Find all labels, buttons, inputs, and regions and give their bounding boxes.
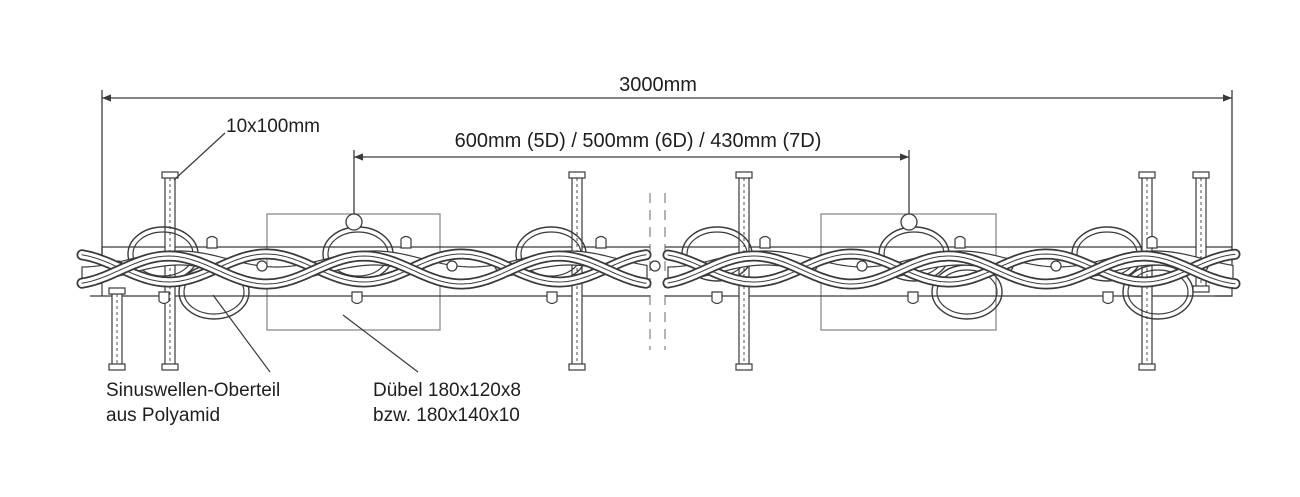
strap-hole — [446, 260, 458, 272]
strap-knob — [351, 291, 363, 305]
bolt-nut — [108, 363, 126, 371]
overall-dimension — [101, 90, 1233, 262]
top-part-label-1: Sinuswellen-Oberteil — [106, 380, 280, 401]
bolt-nut — [568, 363, 586, 371]
strap-knob — [400, 235, 412, 249]
sinus-wave-group — [76, 248, 1241, 290]
spacing-dimension — [353, 150, 910, 218]
strap-knob — [1102, 291, 1114, 305]
strap-knob — [595, 235, 607, 249]
strap-knob — [954, 235, 966, 249]
sinus-wave-centerline — [667, 253, 1236, 283]
strap-knob — [907, 291, 919, 305]
dowel-label-1: Dübel 180x120x8 — [373, 380, 521, 401]
eyelet-icon — [900, 213, 918, 231]
sinus-wave-centerline — [81, 255, 647, 285]
overall-length-label: 3000mm — [619, 74, 697, 96]
bolt-nut — [1138, 363, 1156, 371]
bolt-nut — [735, 363, 753, 371]
bolt-nut — [161, 363, 179, 371]
top-part-leader — [212, 294, 271, 373]
strap-knob — [1146, 235, 1158, 249]
bolt — [108, 287, 126, 371]
bolt-size-label: 10x100mm — [226, 116, 320, 137]
spacing-label: 600mm (5D) / 500mm (6D) / 430mm (7D) — [455, 130, 822, 152]
strap-knob — [711, 291, 723, 305]
strap-hole — [256, 260, 268, 272]
bolt-leader — [173, 132, 226, 181]
bolt-nut — [1138, 171, 1156, 179]
dowel-leader — [342, 314, 419, 373]
strap-knob — [206, 235, 218, 249]
bolt — [161, 171, 179, 371]
break-line — [649, 193, 666, 350]
sinus-wave-centerline — [667, 255, 1236, 285]
bolt-nut — [161, 171, 179, 179]
wire-loop-inner — [936, 269, 998, 315]
wire-loop-inner — [1127, 269, 1189, 315]
eyelet-icon — [345, 213, 363, 231]
bolt-nut — [1192, 285, 1210, 293]
strap-knob — [158, 291, 170, 305]
bolt-nut — [568, 171, 586, 179]
strap-hole — [856, 260, 868, 272]
bolt — [568, 171, 586, 371]
strap-knob — [759, 235, 771, 249]
strap-hole — [1050, 260, 1062, 272]
bolt-nut — [735, 171, 753, 179]
bolt-nut — [108, 287, 126, 295]
strap-knob — [546, 291, 558, 305]
dowel-label-2: bzw. 180x140x10 — [373, 405, 520, 426]
bolt-nut — [1192, 171, 1210, 179]
sinus-wave-centerline — [81, 253, 647, 283]
top-part-label-2: aus Polyamid — [106, 405, 220, 426]
knobs-group — [158, 235, 1158, 305]
strap-hole — [649, 260, 661, 272]
